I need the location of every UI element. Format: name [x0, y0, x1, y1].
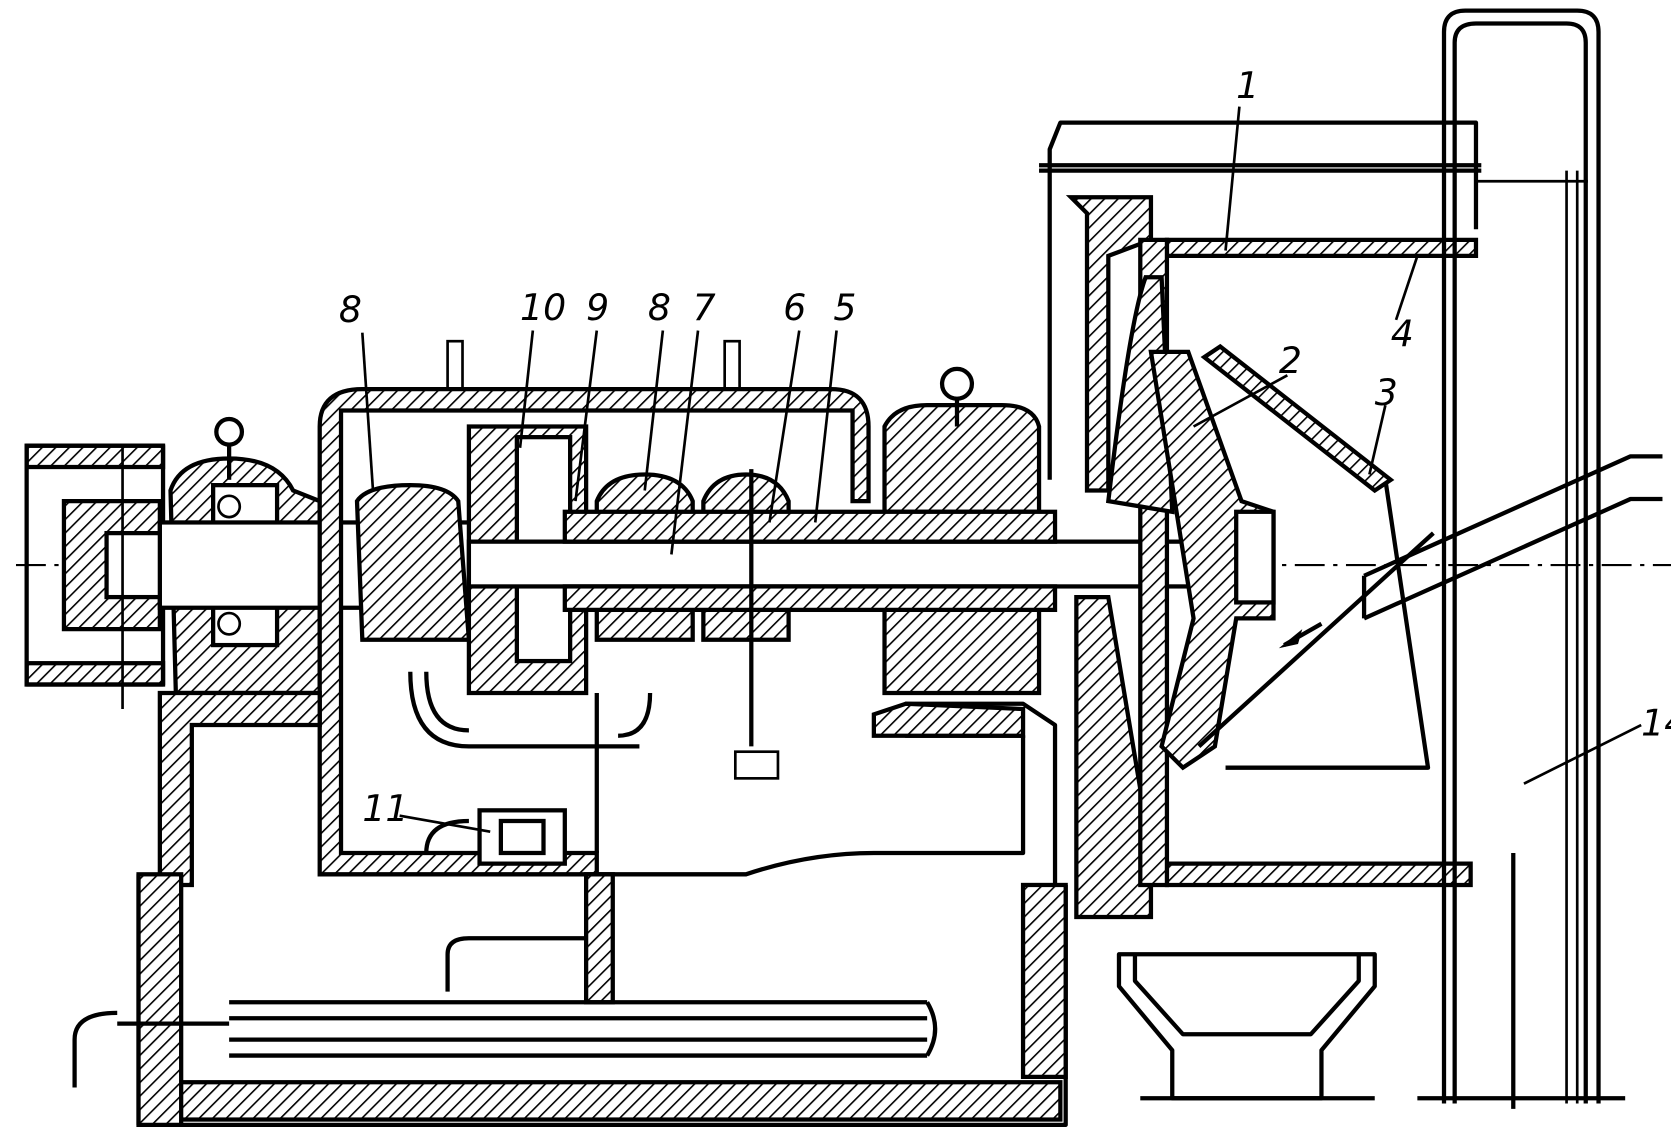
label-3: 3	[1375, 371, 1398, 414]
label-9: 9	[586, 286, 609, 329]
label-8: 8	[648, 286, 671, 329]
oil-pump	[408, 671, 780, 866]
label-1: 1	[1236, 64, 1259, 107]
gearbox-casing	[157, 339, 1058, 888]
label-6: 6	[783, 286, 806, 329]
label-2: 2	[1279, 339, 1302, 382]
label-14: 14	[1641, 702, 1671, 745]
label-5: 5	[833, 286, 856, 329]
fan-rotor	[1105, 237, 1435, 888]
fan-housing	[1039, 120, 1482, 920]
discharge-duct	[1417, 8, 1626, 1109]
label-7: 7	[693, 286, 716, 329]
hollow-shaft-upper	[562, 509, 1058, 544]
base-frame	[136, 872, 1068, 1128]
label-10: 10	[520, 286, 566, 329]
label-11: 11	[362, 787, 408, 830]
hollow-shaft-lower	[562, 584, 1058, 613]
label-4: 4	[1391, 313, 1414, 356]
label-8-left: 8	[339, 288, 362, 331]
leader-lines	[361, 106, 1642, 833]
drive-pulley	[24, 443, 173, 710]
oil-cooler-tubes	[72, 1000, 938, 1088]
outlet-hopper	[1116, 952, 1377, 1101]
